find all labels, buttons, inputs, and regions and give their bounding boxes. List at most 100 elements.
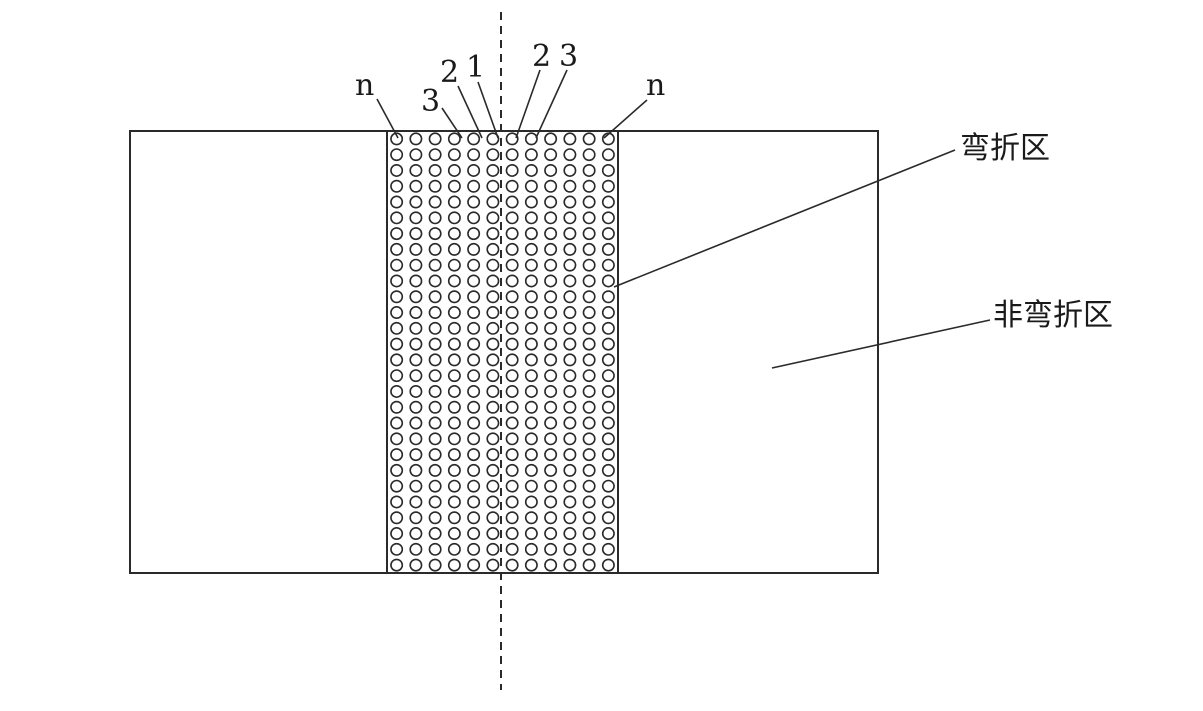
leader-2-left (457, 85, 483, 139)
hole (601, 148, 615, 162)
hole (447, 558, 461, 572)
hole (601, 227, 615, 241)
hole (601, 274, 615, 288)
hole (467, 542, 481, 556)
hole (524, 258, 538, 272)
hole (447, 463, 461, 477)
hole (486, 400, 500, 414)
hole (582, 290, 596, 304)
hole (582, 211, 596, 225)
hole (544, 432, 558, 446)
hole (428, 463, 442, 477)
hole (409, 432, 423, 446)
hole (409, 242, 423, 256)
label-hole-3-right: 3 (559, 39, 578, 74)
hole (563, 274, 577, 288)
hole (544, 353, 558, 367)
hole (524, 337, 538, 351)
hole (582, 163, 596, 177)
hole (467, 463, 481, 477)
hole (524, 511, 538, 525)
leader-1-center (477, 81, 499, 139)
hole (544, 542, 558, 556)
hole (544, 306, 558, 320)
hole (544, 400, 558, 414)
hole (467, 400, 481, 414)
hole (447, 495, 461, 509)
hole (601, 321, 615, 335)
hole (601, 542, 615, 556)
hole (467, 227, 481, 241)
hole (524, 432, 538, 446)
hole (582, 242, 596, 256)
hole (544, 148, 558, 162)
hole (447, 337, 461, 351)
leader-3-left (441, 107, 463, 139)
hole (601, 258, 615, 272)
hole (409, 463, 423, 477)
hole (563, 179, 577, 193)
hole (486, 369, 500, 383)
hole (409, 306, 423, 320)
label-bend-zone: 弯折区 (960, 131, 1050, 166)
hole (505, 306, 519, 320)
hole (544, 463, 558, 477)
hole (544, 527, 558, 541)
hole (505, 353, 519, 367)
label-hole-2-right: 2 (532, 39, 551, 74)
hole (390, 306, 404, 320)
hole (486, 132, 500, 146)
hole (390, 132, 404, 146)
hole (563, 542, 577, 556)
hole (563, 369, 577, 383)
hole (428, 306, 442, 320)
hole (467, 148, 481, 162)
hole (467, 242, 481, 256)
hole (505, 416, 519, 430)
hole (563, 495, 577, 509)
hole (390, 527, 404, 541)
hole (447, 448, 461, 462)
hole (563, 558, 577, 572)
hole (601, 527, 615, 541)
hole (601, 353, 615, 367)
hole (524, 306, 538, 320)
hole (486, 448, 500, 462)
hole (505, 258, 519, 272)
hole (563, 132, 577, 146)
hole (390, 227, 404, 241)
hole (447, 306, 461, 320)
hole (447, 163, 461, 177)
label-hole-n-left: n (355, 68, 374, 103)
hole (486, 353, 500, 367)
hole (467, 179, 481, 193)
hole (524, 527, 538, 541)
hole (601, 179, 615, 193)
hole (524, 274, 538, 288)
hole (505, 148, 519, 162)
hole (563, 321, 577, 335)
hole (447, 353, 461, 367)
hole (563, 163, 577, 177)
hole (524, 242, 538, 256)
hole (582, 479, 596, 493)
hole (409, 542, 423, 556)
hole (447, 227, 461, 241)
hole (486, 337, 500, 351)
hole (563, 432, 577, 446)
hole (486, 290, 500, 304)
hole (505, 195, 519, 209)
hole (428, 448, 442, 462)
hole (563, 211, 577, 225)
hole (563, 463, 577, 477)
hole (467, 163, 481, 177)
hole (582, 337, 596, 351)
hole (428, 400, 442, 414)
hole (390, 290, 404, 304)
hole (524, 369, 538, 383)
hole (428, 290, 442, 304)
hole (544, 511, 558, 525)
label-non-bend-zone: 非弯折区 (993, 298, 1113, 333)
leader-2-right (515, 69, 541, 139)
hole (390, 179, 404, 193)
